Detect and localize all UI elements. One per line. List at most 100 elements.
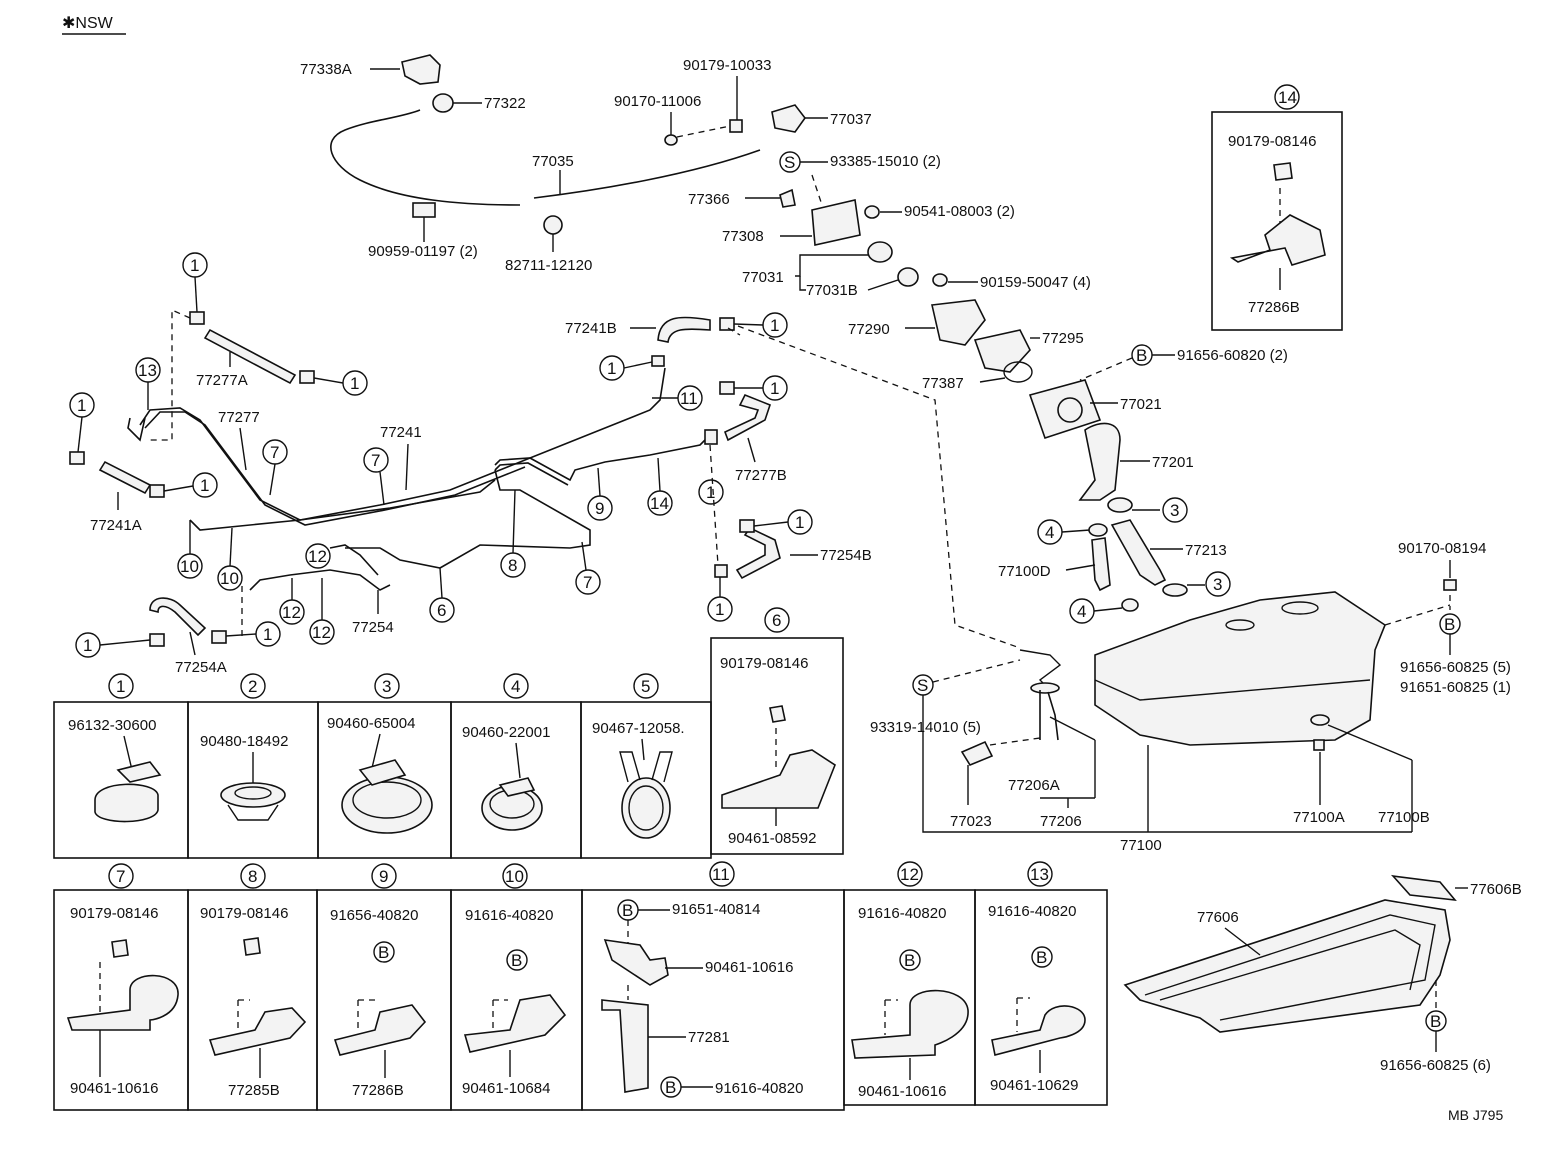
callout-8: 8 [508, 556, 517, 575]
box10-b: B [511, 951, 522, 970]
label-77035: 77035 [532, 153, 574, 170]
label-82711-12120: 82711-12120 [505, 257, 592, 274]
label-77277A: 77277A [196, 372, 248, 389]
box12-part-bottom: 90461-10616 [858, 1083, 946, 1100]
marker-b-band: B [1430, 1012, 1441, 1031]
box11-b-bottom: B [665, 1078, 676, 1097]
callout-12-a: 12 [308, 547, 327, 566]
box2-part: 90480-18492 [200, 733, 288, 750]
callout-14-box: 14 [1278, 88, 1297, 107]
detail-boxes-row-2: 7 8 9 10 11 12 13 90179-08146 90461-1061… [53, 861, 1108, 1111]
line-callouts: 1 1 13 1 7 7 1 10 10 12 12 12 6 8 7 9 14… [69, 252, 813, 658]
box8-part-top: 90179-08146 [200, 905, 288, 922]
label-77100: 77100 [1120, 837, 1162, 854]
callout-1-b: 1 [350, 374, 359, 393]
callout-1-h: 1 [706, 483, 715, 502]
callout-1-l: 1 [83, 636, 92, 655]
label-77100B: 77100B [1378, 809, 1430, 826]
box4-num: 4 [511, 677, 520, 696]
detail-boxes-row-1: 1 2 3 4 5 6 96132-30600 90480-18492 9046… [53, 607, 844, 859]
box13-part-top: 91616-40820 [988, 903, 1076, 920]
callout-3-b: 3 [1213, 575, 1222, 594]
label-77031: 77031 [742, 269, 784, 286]
box6-part-bottom: 90461-08592 [728, 830, 816, 847]
box2-num: 2 [248, 677, 257, 696]
label-77031B: 77031B [806, 282, 858, 299]
callout-1-a: 1 [190, 256, 199, 275]
label-77290: 77290 [848, 321, 890, 338]
callout-1-e: 1 [607, 359, 616, 378]
diagram-code: MB J795 [1448, 1107, 1503, 1123]
label-77241B: 77241B [565, 320, 617, 337]
label-91656-60825-5: 91656-60825 (5) [1400, 659, 1511, 676]
box9-b: B [378, 943, 389, 962]
label-77606B: 77606B [1470, 881, 1522, 898]
label-77021: 77021 [1120, 396, 1162, 413]
box7-part-bottom: 90461-10616 [70, 1080, 158, 1097]
fuel-lid-cable-group: 77338A 77322 77035 90179-10033 90170-110… [300, 54, 1091, 392]
marker-s-top: S [784, 153, 795, 172]
marker-s-sender: S [917, 676, 928, 695]
marker-b-tank: B [1444, 615, 1455, 634]
label-77277: 77277 [218, 409, 260, 426]
box5-num: 5 [641, 677, 650, 696]
label-77206: 77206 [1040, 813, 1082, 830]
callout-3-a: 3 [1170, 501, 1179, 520]
filler-and-tank-group: B 91656-60820 (2) 77021 77201 3 77213 4 … [870, 344, 1511, 854]
callout-1-g: 1 [770, 379, 779, 398]
box10-part-top: 91616-40820 [465, 907, 553, 924]
label-91656-60825-6: 91656-60825 (6) [1380, 1057, 1491, 1074]
callout-1-j: 1 [715, 600, 724, 619]
callout-1-i: 1 [795, 513, 804, 532]
fuel-lines-group [69, 308, 781, 647]
box9-num: 9 [379, 867, 388, 886]
label-90170-08194: 90170-08194 [1398, 540, 1486, 557]
label-77241: 77241 [380, 424, 422, 441]
box11-part-mid1: 90461-10616 [705, 959, 793, 976]
box11-part-mid2: 77281 [688, 1029, 730, 1046]
callout-7-c: 7 [583, 573, 592, 592]
box12-num: 12 [900, 865, 919, 884]
label-77100D: 77100D [998, 563, 1051, 580]
label-77254B: 77254B [820, 547, 872, 564]
box11-num: 11 [712, 865, 730, 884]
callout-7-b: 7 [371, 451, 380, 470]
label-91656-60820: 91656-60820 (2) [1177, 347, 1288, 364]
label-90959-01197: 90959-01197 (2) [368, 243, 478, 260]
callout-4-a: 4 [1045, 523, 1054, 542]
label-77254A: 77254A [175, 659, 227, 676]
label-91651-60825-1: 91651-60825 (1) [1400, 679, 1511, 696]
callout-6: 6 [437, 601, 446, 620]
label-77387: 77387 [922, 375, 964, 392]
callout-1-c: 1 [77, 396, 86, 415]
box10-num: 10 [505, 867, 524, 886]
label-77322: 77322 [484, 95, 526, 112]
label-77241A: 77241A [90, 517, 142, 534]
label-77206A: 77206A [1008, 777, 1060, 794]
callout-7-a: 7 [270, 443, 279, 462]
label-93319-14010: 93319-14010 (5) [870, 719, 981, 736]
box13-part-bottom: 90461-10629 [990, 1077, 1078, 1094]
label-77338A: 77338A [300, 61, 352, 78]
detail-box-14: 14 90179-08146 77286B [1211, 84, 1343, 331]
callout-4-b: 4 [1077, 602, 1086, 621]
label-77308: 77308 [722, 228, 764, 245]
box11-b-top: B [622, 901, 633, 920]
callout-10-b: 10 [220, 569, 239, 588]
label-77295: 77295 [1042, 330, 1084, 347]
label-77100A: 77100A [1293, 809, 1345, 826]
nsw-tag: ✱NSW [62, 15, 114, 32]
box9-part-top: 91656-40820 [330, 907, 418, 924]
box8-part-bottom: 77285B [228, 1082, 280, 1099]
box10-part-bottom: 90461-10684 [462, 1080, 550, 1097]
label-77023: 77023 [950, 813, 992, 830]
callout-1-f: 1 [770, 316, 779, 335]
box6-part-top: 90179-08146 [720, 655, 808, 672]
box12-b: B [904, 951, 915, 970]
box11-part-top: 91651-40814 [672, 901, 760, 918]
box9-part-bottom: 77286B [352, 1082, 404, 1099]
box8-num: 8 [248, 867, 257, 886]
callout-9: 9 [595, 499, 604, 518]
label-77254: 77254 [352, 619, 394, 636]
